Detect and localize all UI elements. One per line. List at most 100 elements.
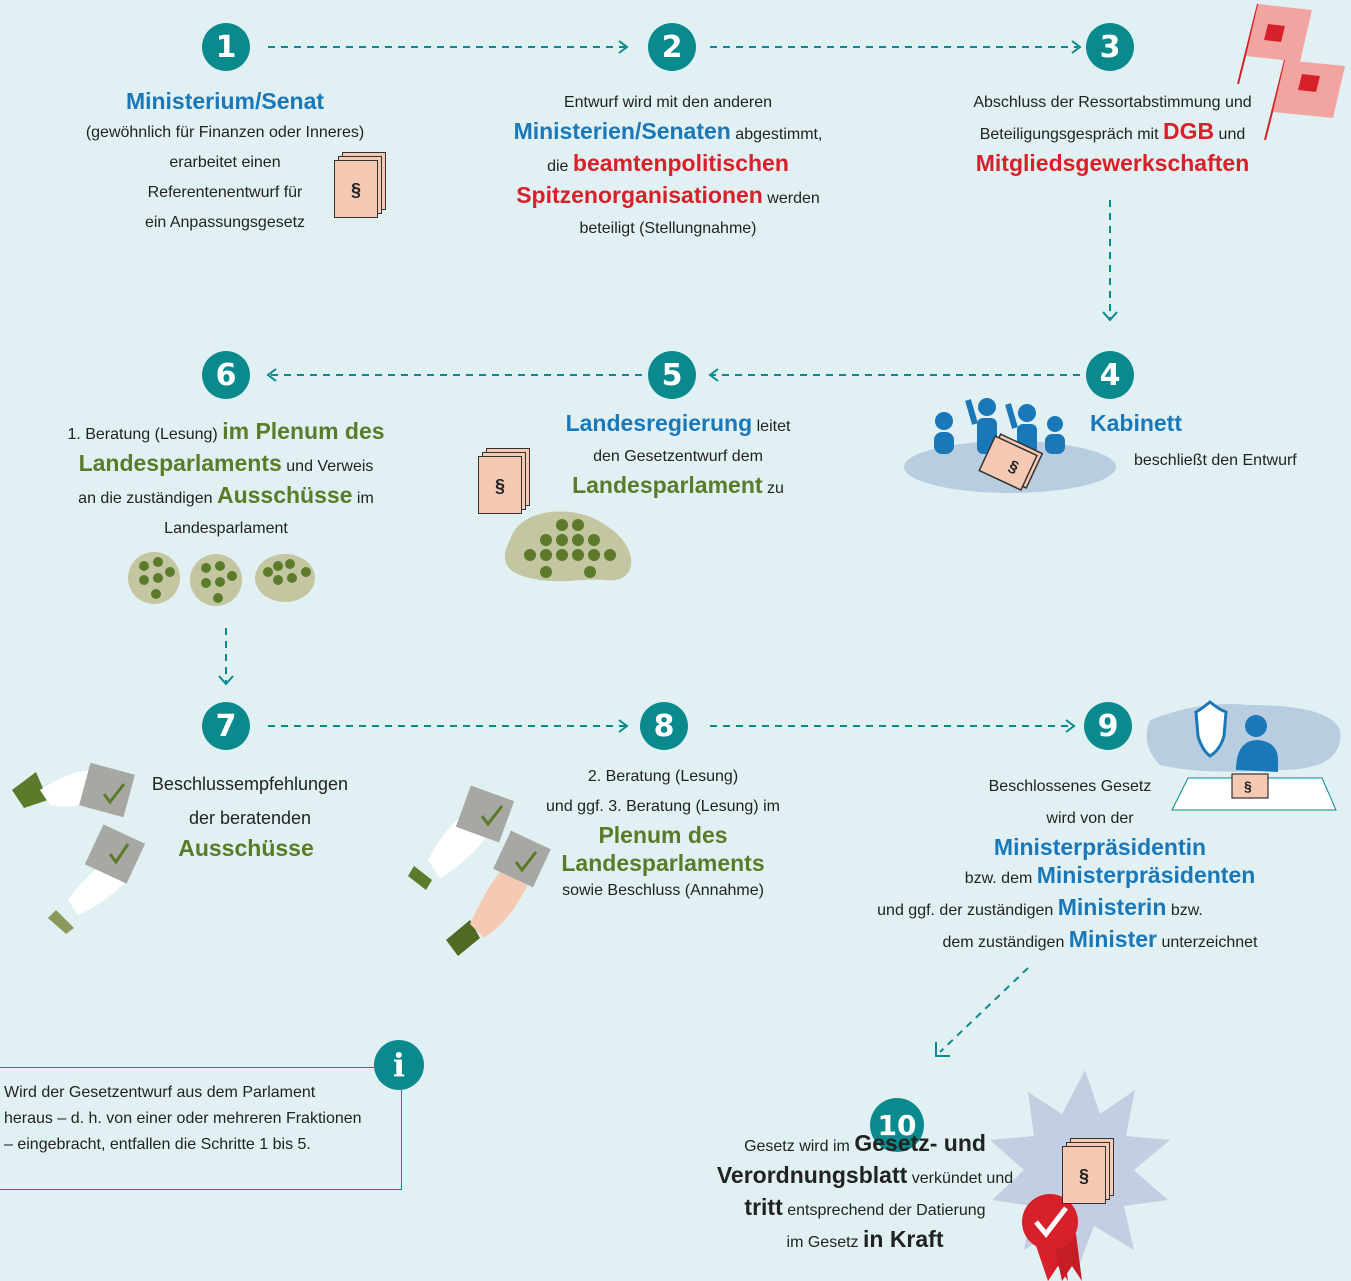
step-7-text: Beschlussempfehlungen der beratenden Aus… — [128, 771, 372, 861]
arrow-9-10 — [939, 967, 1029, 1053]
step-6-text2: und Verweis — [286, 458, 374, 475]
paragraph-symbol: § — [350, 180, 361, 200]
step-9-highlight4: Minister — [1068, 926, 1157, 952]
minister-signing-icon: § — [1146, 700, 1341, 811]
step-8-line2: und ggf. 3. Beratung (Lesung) im — [546, 798, 780, 815]
step-1-title: Ministerium/Senat — [125, 88, 325, 114]
step-4-title: Kabinett — [1090, 410, 1182, 436]
step-5-highlight2: Landesparlament — [572, 472, 763, 498]
step-1-number: 1 — [202, 23, 250, 71]
document-icon: § — [334, 152, 386, 218]
step-9-highlight1: Ministerpräsidentin — [993, 834, 1207, 860]
step-3-highlight2: Mitgliedsgewerkschaften — [975, 150, 1250, 176]
voting-hands-8-icon — [408, 785, 551, 956]
step-8-text: 2. Beratung (Lesung) und ggf. 3. Beratun… — [528, 764, 798, 904]
step-2-line1: Entwurf wird mit den anderen — [563, 94, 773, 111]
step-7-number: 7 — [202, 702, 250, 750]
step-2-number: 2 — [648, 23, 696, 71]
step-6-line4: Landesparlament — [164, 520, 288, 537]
step-8-highlight1: Plenum des — [598, 822, 728, 848]
step-8-line3: sowie Beschluss (Annahme) — [562, 882, 764, 899]
step-5-text1: leitet — [756, 418, 791, 435]
step-10-text4: im Gesetz — [786, 1234, 859, 1251]
step-9-highlight2: Ministerpräsidenten — [1036, 862, 1256, 888]
step-5-highlight1: Landesregierung — [565, 410, 753, 436]
step-2-text2: die — [547, 158, 569, 175]
info-line3: – eingebracht, entfallen die Schritte 1 … — [4, 1136, 311, 1153]
committees-icon — [128, 552, 315, 606]
step-3-text1: und — [1218, 126, 1246, 143]
step-1-line2: erarbeitet einen — [169, 154, 281, 171]
step-6-highlight2: Landesparlaments — [78, 450, 282, 476]
step-2-highlight2: beamtenpolitischen — [572, 150, 789, 176]
step-5-text2: zu — [767, 480, 784, 497]
step-6-highlight1: im Plenum des — [222, 418, 385, 444]
step-10-text2: verkündet und — [911, 1170, 1014, 1187]
step-10-text1: Gesetz wird im — [744, 1138, 850, 1155]
info-icon: i — [374, 1040, 424, 1090]
step-9-text4: dem zuständigen — [942, 934, 1065, 951]
step-6-text: 1. Beratung (Lesung) im Plenum des Lande… — [40, 418, 412, 542]
step-8-number: 8 — [640, 702, 688, 750]
step-5-text: Landesregierung leitet den Gesetzentwurf… — [528, 410, 828, 502]
step-6-text3: an die zuständigen — [78, 490, 213, 507]
step-4-number: 4 — [1086, 351, 1134, 399]
step-6-highlight3: Ausschüsse — [216, 482, 353, 508]
step-9-line2: wird von der — [1046, 810, 1134, 827]
step-6-number: 6 — [202, 351, 250, 399]
step-9-number: 9 — [1084, 702, 1132, 750]
step-2-text3: werden — [767, 190, 820, 207]
step-7-highlight1: Ausschüsse — [178, 835, 314, 861]
paragraph-symbol-10: § — [1078, 1166, 1089, 1186]
step-4-line1: beschließt den Entwurf — [1134, 452, 1297, 469]
info-line1: Wird der Gesetzentwurf aus dem Parlament — [4, 1084, 316, 1101]
step-1-line3: Referentenentwurf für — [147, 184, 303, 201]
step-1-line1: (gewöhnlich für Finanzen oder Inneres) — [85, 124, 365, 141]
document-icon-5: § — [478, 448, 530, 514]
seal-icon — [1022, 1194, 1082, 1281]
flags-icon — [1237, 3, 1345, 141]
step-5-line2: den Gesetzentwurf dem — [593, 448, 763, 465]
step-10-highlight4: in Kraft — [862, 1226, 944, 1252]
step-1-line4: ein Anpassungsgesetz — [144, 214, 306, 231]
step-3-line1: Abschluss der Ressortabstimmung und — [973, 94, 1252, 111]
step-10-highlight1: Gesetz- und — [854, 1130, 986, 1156]
cabinet-icon: § — [904, 398, 1116, 493]
step-9-text3: bzw. — [1170, 902, 1203, 919]
paragraph-symbol-5: § — [494, 476, 505, 496]
step-9-text5: unterzeichnet — [1161, 934, 1258, 951]
parliament-icon — [504, 511, 632, 582]
step-7-line1: Beschlussempfehlungen — [151, 774, 349, 794]
step-6-text4: im — [356, 490, 374, 507]
step-10-text: Gesetz wird im Gesetz- und Verordnungsbl… — [680, 1130, 1050, 1256]
step-8-highlight2: Landesparlaments — [561, 850, 765, 876]
step-3-text: Abschluss der Ressortabstimmung und Bete… — [940, 90, 1285, 176]
step-2-text: Entwurf wird mit den anderen Ministerien… — [478, 90, 858, 242]
step-3-highlight1: DGB — [1162, 118, 1215, 144]
step-9-text2: und ggf. der zuständigen — [877, 902, 1054, 919]
step-9-highlight3: Ministerin — [1057, 894, 1167, 920]
step-10-number: 10 — [870, 1098, 924, 1152]
step-2-line4: beteiligt (Stellungnahme) — [579, 220, 757, 237]
document-icon-10: § — [1062, 1138, 1114, 1204]
step-10-highlight3: tritt — [744, 1194, 783, 1220]
step-7-line2: der beratenden — [188, 808, 312, 828]
info-line2: heraus – d. h. von einer oder mehreren F… — [4, 1110, 362, 1127]
step-2-highlight3: Spitzenorganisationen — [516, 182, 763, 208]
step-3-line2a: Beteiligungsgespräch — [979, 126, 1133, 143]
step-6-text1: 1. Beratung (Lesung) — [67, 426, 218, 443]
step-1-text: Ministerium/Senat (gewöhnlich für Finanz… — [40, 86, 410, 236]
step-9-text: Beschlossenes Gesetz wird von der Minist… — [877, 774, 1340, 956]
step-10-text3: entsprechend der Datierung — [787, 1202, 986, 1219]
step-3-number: 3 — [1086, 23, 1134, 71]
step-3-line2b: mit — [1137, 126, 1159, 143]
voting-hands-icon — [12, 762, 146, 934]
step-2-highlight1: Ministerien/Senaten — [513, 118, 731, 144]
step-8-line1: 2. Beratung (Lesung) — [587, 768, 739, 785]
info-box: Wird der Gesetzentwurf aus dem Parlament… — [0, 1067, 402, 1190]
step-9-line1: Beschlossenes Gesetz — [988, 778, 1152, 795]
svg-text:§: § — [1244, 778, 1252, 794]
step-2-text1: abgestimmt, — [735, 126, 823, 143]
step-10-highlight2: Verordnungsblatt — [716, 1162, 908, 1188]
